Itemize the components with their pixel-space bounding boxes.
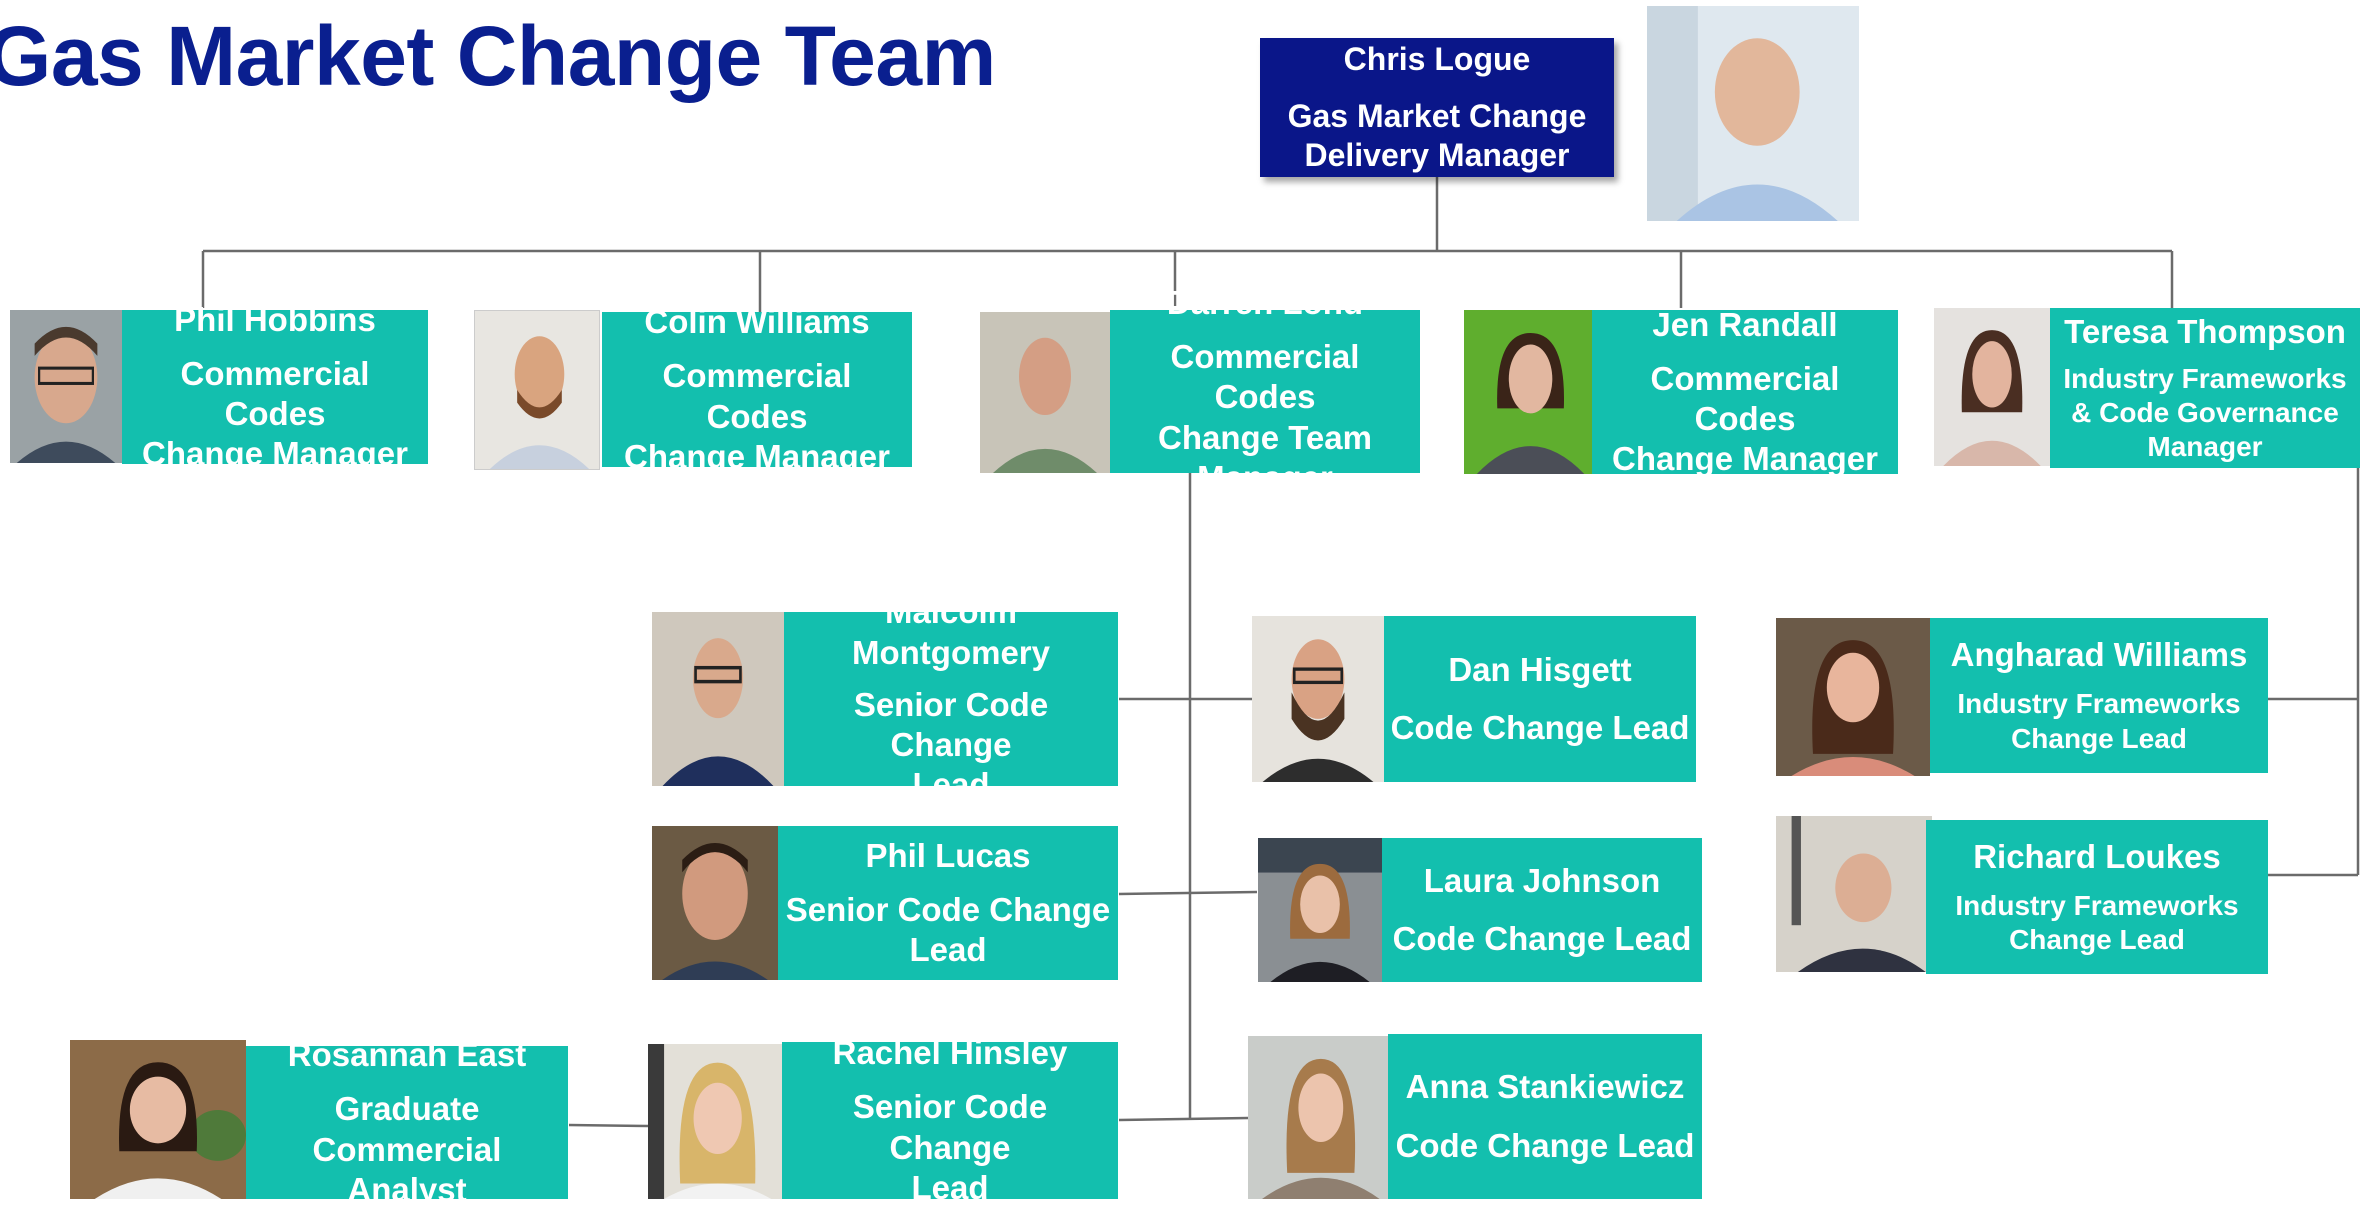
photo-darren-lond: [980, 312, 1110, 473]
photo-jen-randall: [1464, 310, 1592, 474]
card-laura-johnson: Laura Johnson Code Change Lead: [1382, 838, 1702, 982]
photo-dan-hisgett: [1252, 616, 1384, 782]
card-teresa-thompson: Teresa Thompson Industry Frameworks& Cod…: [2050, 308, 2360, 468]
photo-anna-stankiewicz: [1248, 1036, 1388, 1199]
photo-teresa-thompson: [1934, 308, 2050, 466]
card-anna-stankiewicz: Anna Stankiewicz Code Change Lead: [1388, 1034, 1702, 1199]
head-name: Chris Logue: [1343, 40, 1531, 77]
photo-colin-williams: [474, 310, 600, 470]
photo-richard-loukes: [1776, 816, 1932, 972]
photo-malcolm-montgomery: [652, 612, 784, 786]
card-dan-hisgett: Dan Hisgett Code Change Lead: [1384, 616, 1696, 782]
head-photo: [1647, 6, 1859, 221]
page-title: Gas Market Change Team: [0, 9, 996, 103]
photo-laura-johnson: [1258, 838, 1382, 982]
photo-rachel-hinsley: [648, 1044, 782, 1199]
photo-rosannah-east: [70, 1040, 246, 1199]
photo-phil-lucas: [652, 826, 778, 980]
head-role: Gas Market Change Delivery Manager: [1287, 97, 1587, 174]
photo-angharad-williams: [1776, 618, 1930, 776]
head-card: Chris Logue Gas Market Change Delivery M…: [1260, 38, 1614, 177]
photo-phil-hobbins: [10, 310, 122, 463]
